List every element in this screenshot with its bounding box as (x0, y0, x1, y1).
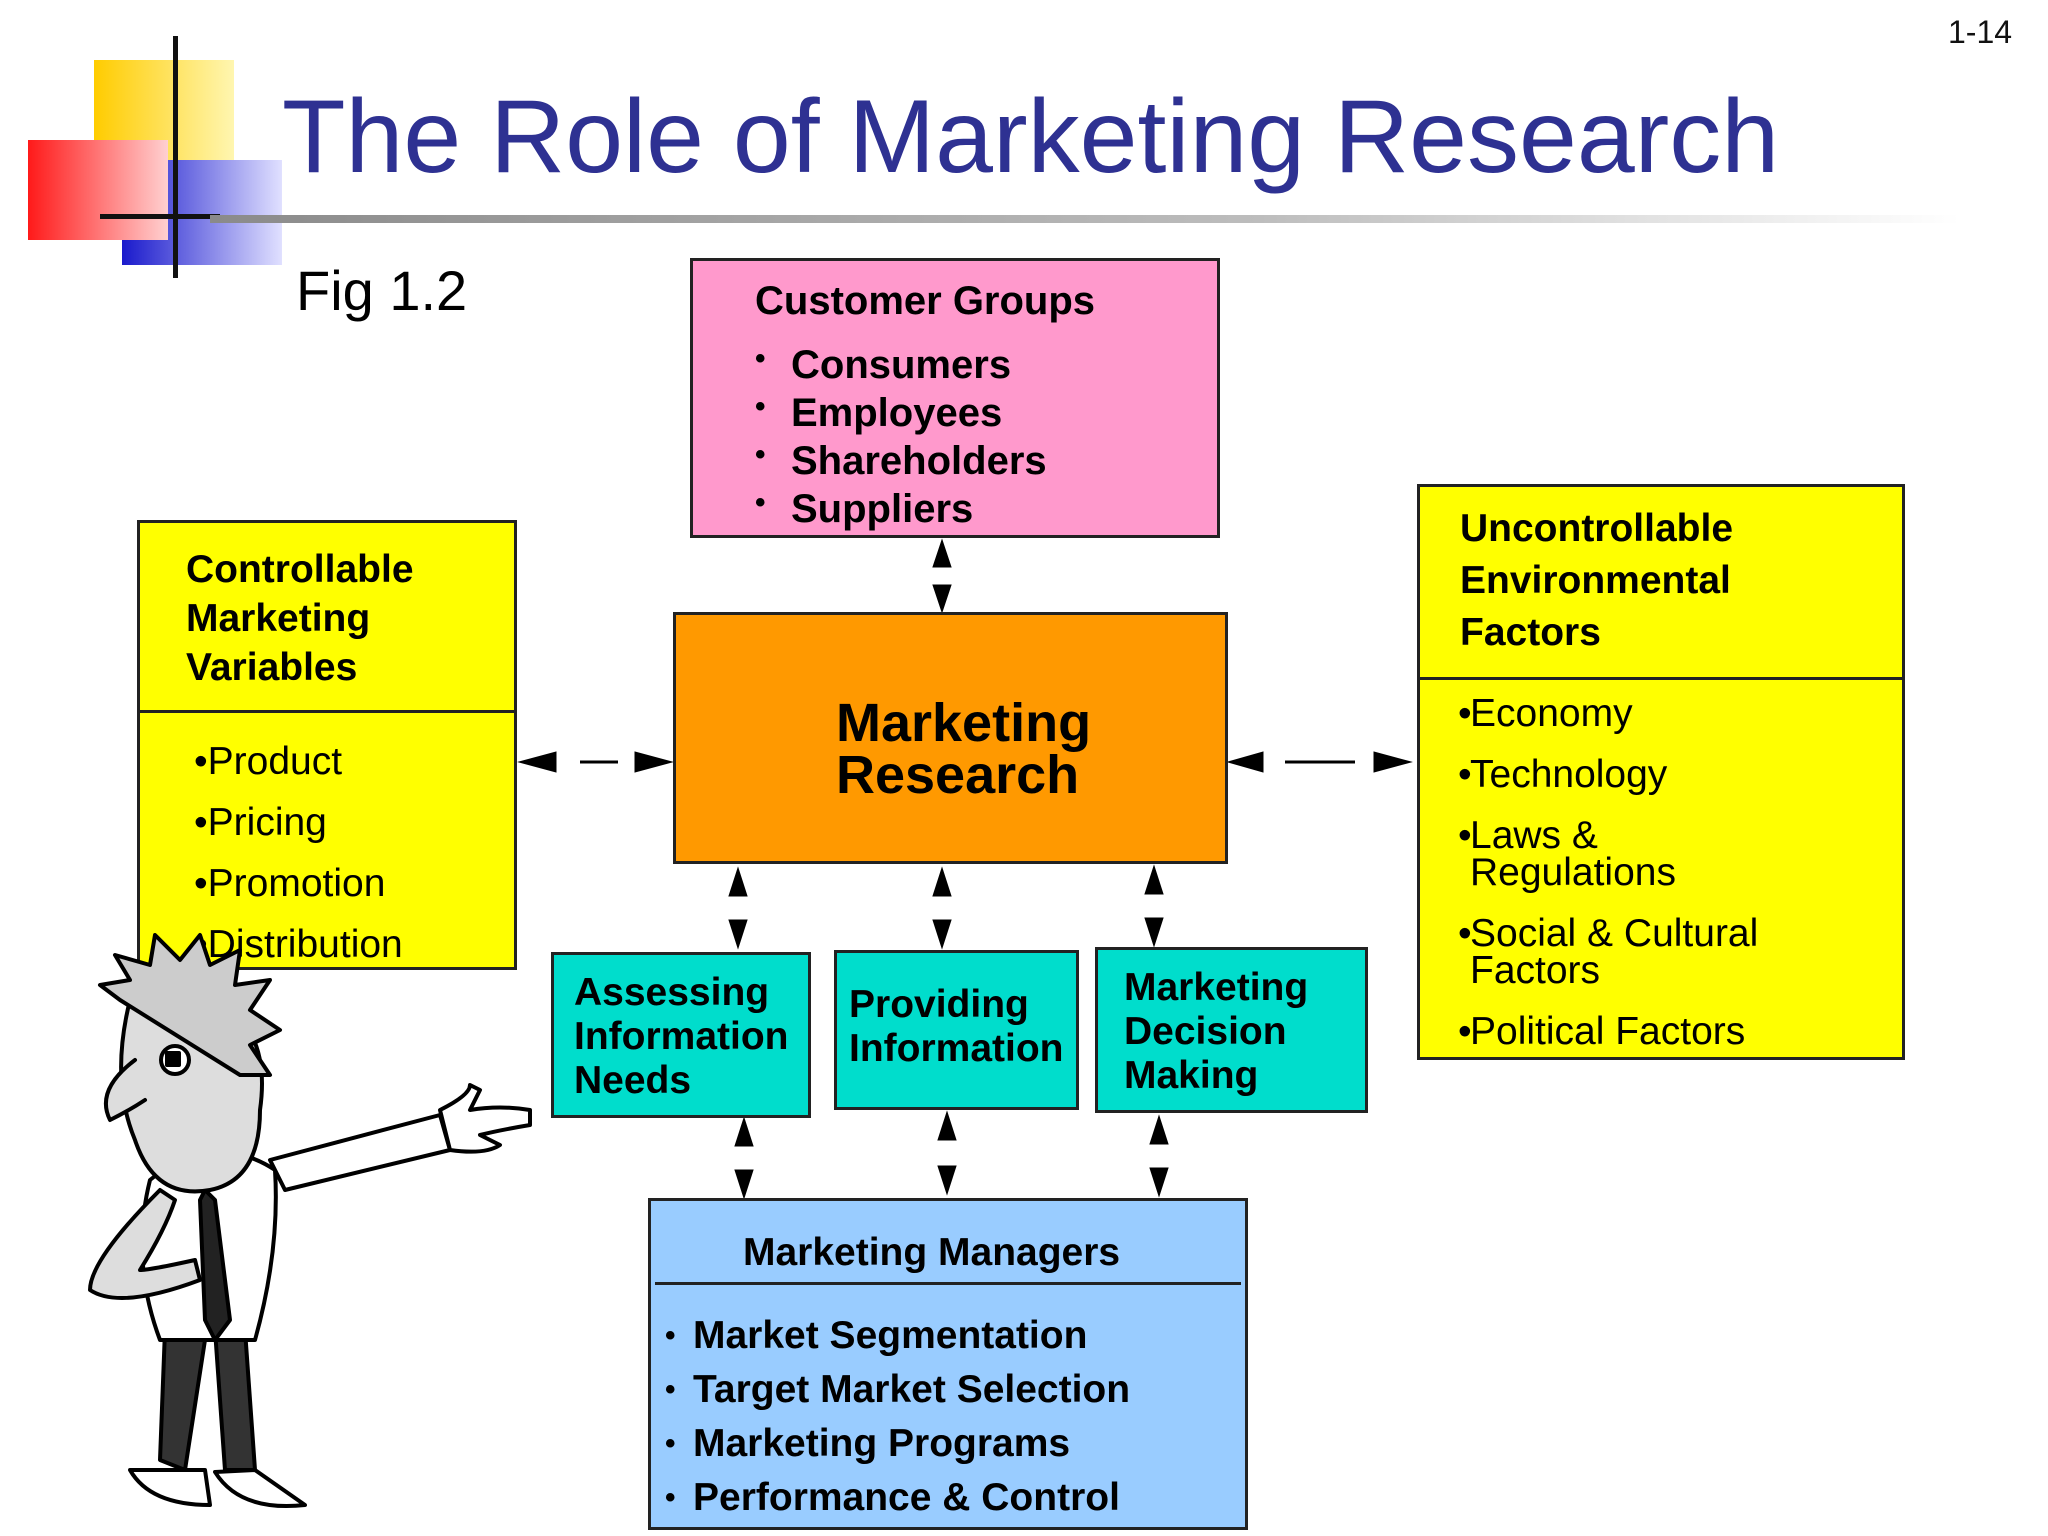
item-line: Laws & (1470, 814, 1598, 857)
item-line: Factors (1470, 949, 1601, 992)
list-item: Performance & Control (665, 1471, 1130, 1525)
list-item: Consumers (755, 335, 1047, 389)
managers-list: Market Segmentation Target Market Select… (665, 1309, 1130, 1525)
list-item: Economy (1458, 692, 1758, 735)
item-line: Economy (1470, 692, 1633, 735)
arrowhead-left (517, 751, 557, 773)
title-line: Uncontrollable (1460, 507, 1734, 550)
list-item: Technology (1458, 753, 1758, 796)
list-item: Shareholders (755, 431, 1047, 485)
list-item: Pricing (194, 792, 403, 853)
uncontrollable-title: Uncontrollable Environmental Factors (1460, 503, 1733, 659)
box-divider (655, 1282, 1241, 1285)
box-divider (140, 710, 514, 713)
uncontrollable-factors-box: Uncontrollable Environmental Factors Eco… (1417, 484, 1905, 1060)
function-line: Providing (849, 983, 1029, 1026)
customer-groups-box: Customer Groups Consumers Employees Shar… (690, 258, 1220, 538)
assessing-information-needs-box: Assessing Information Needs (551, 952, 811, 1118)
providing-information-box: Providing Information (834, 950, 1079, 1110)
research-line: Research (836, 745, 1080, 805)
customer-groups-list: Consumers Employees Shareholders Supplie… (755, 335, 1047, 533)
list-item: Political Factors (1458, 1010, 1758, 1053)
arrowhead-right (1373, 751, 1413, 773)
list-item: Employees (755, 383, 1047, 437)
list-item: Promotion (194, 853, 403, 914)
arrowhead-up (937, 1110, 957, 1141)
function-line: Marketing (1124, 966, 1309, 1009)
item-line: Political Factors (1470, 1010, 1746, 1053)
list-item: Market Segmentation (665, 1309, 1130, 1363)
function-line: Information (849, 1027, 1064, 1070)
marketing-decision-making-box: Marketing Decision Making (1095, 947, 1368, 1113)
figure-label: Fig 1.2 (296, 259, 468, 322)
list-item: Laws &Regulations (1458, 814, 1758, 894)
list-item: Product (194, 731, 403, 792)
function-line: Information (574, 1015, 789, 1058)
function-label: Assessing Information Needs (574, 971, 788, 1103)
marketing-research-label: Marketing Research (836, 693, 1092, 805)
item-line: Technology (1470, 753, 1668, 796)
function-label: Marketing Decision Making (1124, 966, 1308, 1098)
marketing-managers-box: Marketing Managers Market Segmentation T… (648, 1198, 1248, 1530)
item-line: Regulations (1470, 851, 1676, 894)
arrowhead-up (932, 538, 952, 568)
function-line: Assessing (574, 971, 770, 1014)
arrowhead-down (932, 584, 952, 614)
arrowhead-up (1144, 864, 1164, 895)
arrowhead-up (1149, 1114, 1169, 1145)
title-divider (210, 215, 1960, 223)
uncontrollable-list: Economy Technology Laws &Regulations Soc… (1458, 692, 1759, 1074)
research-line: Marketing (836, 693, 1092, 753)
arrowhead-down (1149, 1167, 1169, 1198)
list-item: Target Market Selection (665, 1363, 1130, 1417)
title-line: Controllable (186, 548, 414, 591)
list-item: Marketing Programs (665, 1417, 1130, 1471)
function-label: Providing Information (849, 983, 1063, 1071)
item-line: Social & Cultural (1470, 912, 1759, 955)
arrowhead-up (728, 866, 748, 897)
controllable-variables-box: Controllable Marketing Variables Product… (137, 520, 517, 970)
box-divider (1420, 677, 1902, 680)
function-line: Decision (1124, 1010, 1287, 1053)
managers-title: Marketing Managers (743, 1231, 1121, 1274)
arrowhead-down (932, 919, 952, 950)
title-line: Environmental (1460, 559, 1731, 602)
arrowhead-down (734, 1169, 754, 1200)
arrowhead-up (932, 866, 952, 897)
function-line: Needs (574, 1059, 692, 1102)
function-line: Making (1124, 1054, 1259, 1097)
arrowhead-right (634, 751, 674, 773)
title-line: Marketing (186, 597, 371, 640)
controllable-title: Controllable Marketing Variables (186, 545, 414, 692)
title-line: Variables (186, 646, 358, 689)
slide-number: 1-14 (1948, 14, 2013, 50)
arrowhead-down (728, 919, 748, 950)
arrowhead-left (1226, 751, 1264, 773)
arrowhead-up (734, 1116, 754, 1147)
title-line: Factors (1460, 611, 1601, 654)
list-item: Suppliers (755, 479, 1047, 533)
page-title: The Role of Marketing Research (282, 79, 1780, 195)
arrowhead-down (937, 1165, 957, 1196)
marketing-research-box: Marketing Research (673, 612, 1228, 864)
controllable-list: Product Pricing Promotion Distribution (194, 731, 403, 975)
customer-groups-title: Customer Groups (755, 279, 1096, 323)
arrowhead-down (1144, 917, 1164, 948)
